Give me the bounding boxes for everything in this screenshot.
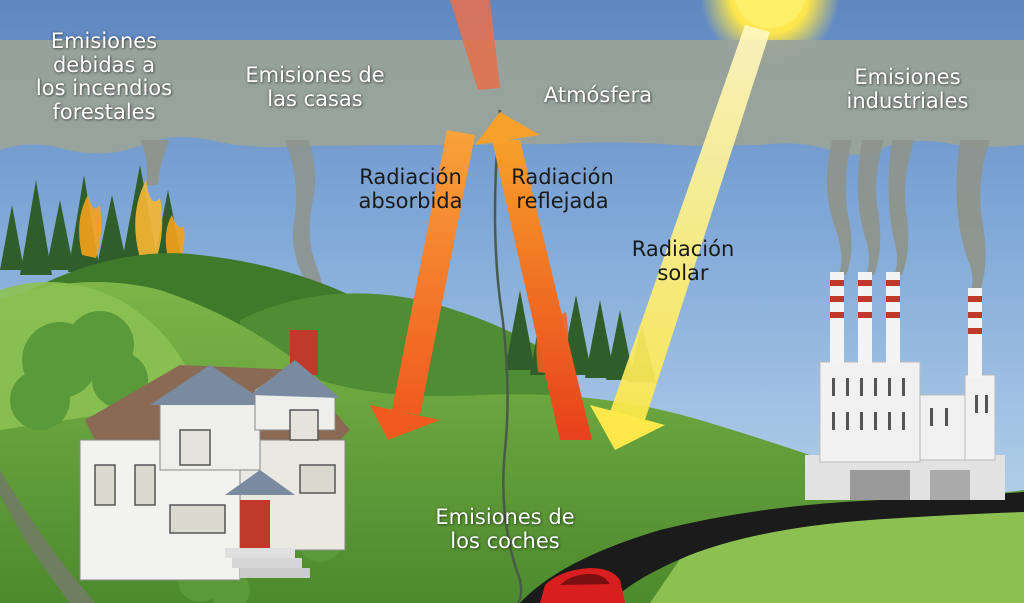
factory-icon: [805, 272, 1005, 500]
ground-crack: [493, 109, 523, 603]
industrial-smoke: [826, 140, 990, 292]
solar-radiation-arrow: [590, 25, 770, 450]
car-icon: [540, 568, 625, 603]
label-atmosphere: Atmósfera: [543, 83, 653, 107]
house-icon: [79, 330, 350, 581]
escaping-radiation: [450, 0, 500, 90]
label-reflected-radiation: Radiación reflejada: [511, 165, 614, 213]
label-car-emissions: Emisiones de los coches: [435, 505, 575, 553]
atmosphere-band: [0, 40, 1024, 155]
label-forest-fire-emissions: Emisiones debidas a los incendios forest…: [35, 29, 173, 124]
fire-smoke: [140, 140, 170, 185]
label-solar-radiation: Radiación solar: [631, 237, 735, 285]
fire-icon: [79, 180, 185, 260]
label-industrial-emissions: Emisiones industriales: [846, 65, 969, 113]
label-house-emissions: Emisiones de las casas: [245, 63, 385, 111]
label-absorbed-radiation: Radiación absorbida: [358, 165, 463, 213]
road: [520, 492, 1024, 603]
absorbed-radiation-arrow: [370, 130, 475, 440]
reflected-radiation-arrow: [475, 112, 592, 440]
